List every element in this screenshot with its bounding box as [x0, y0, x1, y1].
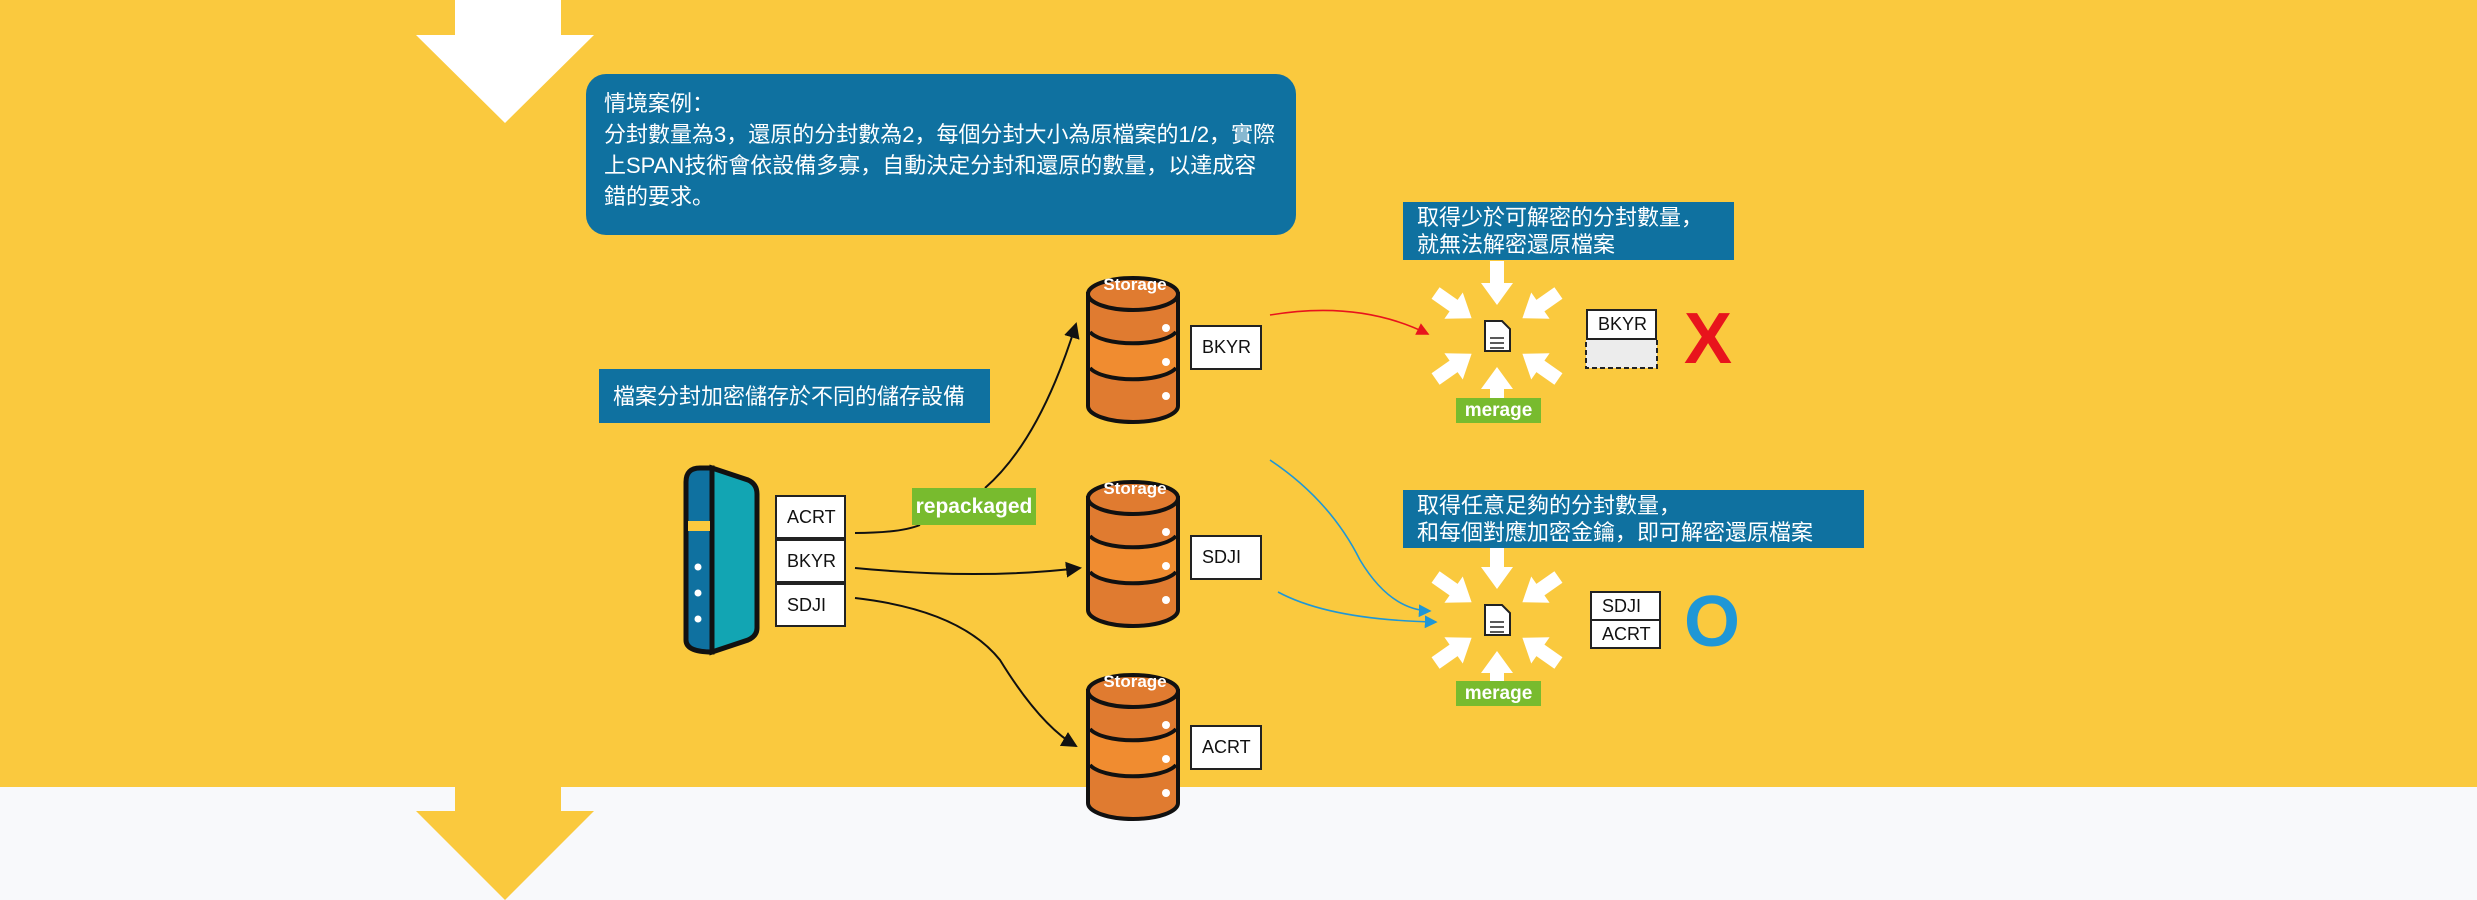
storage-label: Storage — [1103, 672, 1166, 691]
source-fragment: BKYR — [775, 539, 846, 583]
success-fragment: SDJI — [1590, 591, 1661, 621]
storage-label: Storage — [1103, 479, 1166, 498]
merge-label: merage — [1456, 681, 1541, 706]
source-fragment: ACRT — [775, 495, 846, 539]
merge-icon — [1425, 544, 1569, 696]
case-description: 情境案例： 分封數量為3，還原的分封數為2，每個分封大小為原檔案的1/2，實際上… — [586, 74, 1296, 235]
case-title: 情境案例： — [604, 91, 715, 116]
storage-fragment: ACRT — [1190, 725, 1262, 770]
link-acrt-storage1 — [854, 324, 1076, 534]
top-down-arrow — [416, 0, 594, 123]
link-sdji-storage3 — [854, 597, 1078, 748]
storage-icon — [1086, 480, 1180, 628]
fail-mark: X — [1684, 299, 1733, 379]
storage-icon — [1086, 276, 1180, 424]
fail-caption-line: 取得少於可解密的分封數量， — [1417, 205, 1704, 230]
storage-fragment: SDJI — [1190, 535, 1262, 580]
link-storage3-success — [1277, 591, 1438, 629]
case-body: 分封數量為3，還原的分封數為2，每個分封大小為原檔案的1/2，實際上SPAN技術… — [604, 122, 1276, 209]
storage-fragment: BKYR — [1190, 325, 1262, 370]
repackaged-label: repackaged — [912, 488, 1036, 525]
server-icon — [683, 464, 760, 656]
storage-icon — [1086, 673, 1180, 821]
storage-label: Storage — [1103, 275, 1166, 294]
link-storage1-fail — [1269, 309, 1430, 335]
success-case-caption: 取得任意足夠的分封數量， 和每個對應加密金鑰，即可解密還原檔案 — [1403, 490, 1864, 548]
bottom-down-arrow — [416, 787, 594, 900]
link-bkyr-storage2 — [854, 561, 1082, 578]
fail-caption-line: 就無法解密還原檔案 — [1417, 232, 1616, 257]
success-caption-line: 取得任意足夠的分封數量， — [1417, 493, 1682, 518]
link-storage2-success — [1269, 459, 1432, 618]
merge-icon — [1425, 260, 1569, 412]
fail-case-caption: 取得少於可解密的分封數量， 就無法解密還原檔案 — [1403, 202, 1734, 260]
source-label: 檔案分封加密儲存於不同的儲存設備 — [599, 369, 990, 423]
success-fragment: ACRT — [1590, 619, 1661, 649]
missing-fragment-slot — [1585, 338, 1658, 369]
fail-fragment: BKYR — [1586, 309, 1657, 340]
source-fragment: SDJI — [775, 583, 846, 627]
success-mark: O — [1684, 582, 1741, 662]
merge-label: merage — [1456, 398, 1541, 423]
success-caption-line: 和每個對應加密金鑰，即可解密還原檔案 — [1417, 520, 1814, 545]
